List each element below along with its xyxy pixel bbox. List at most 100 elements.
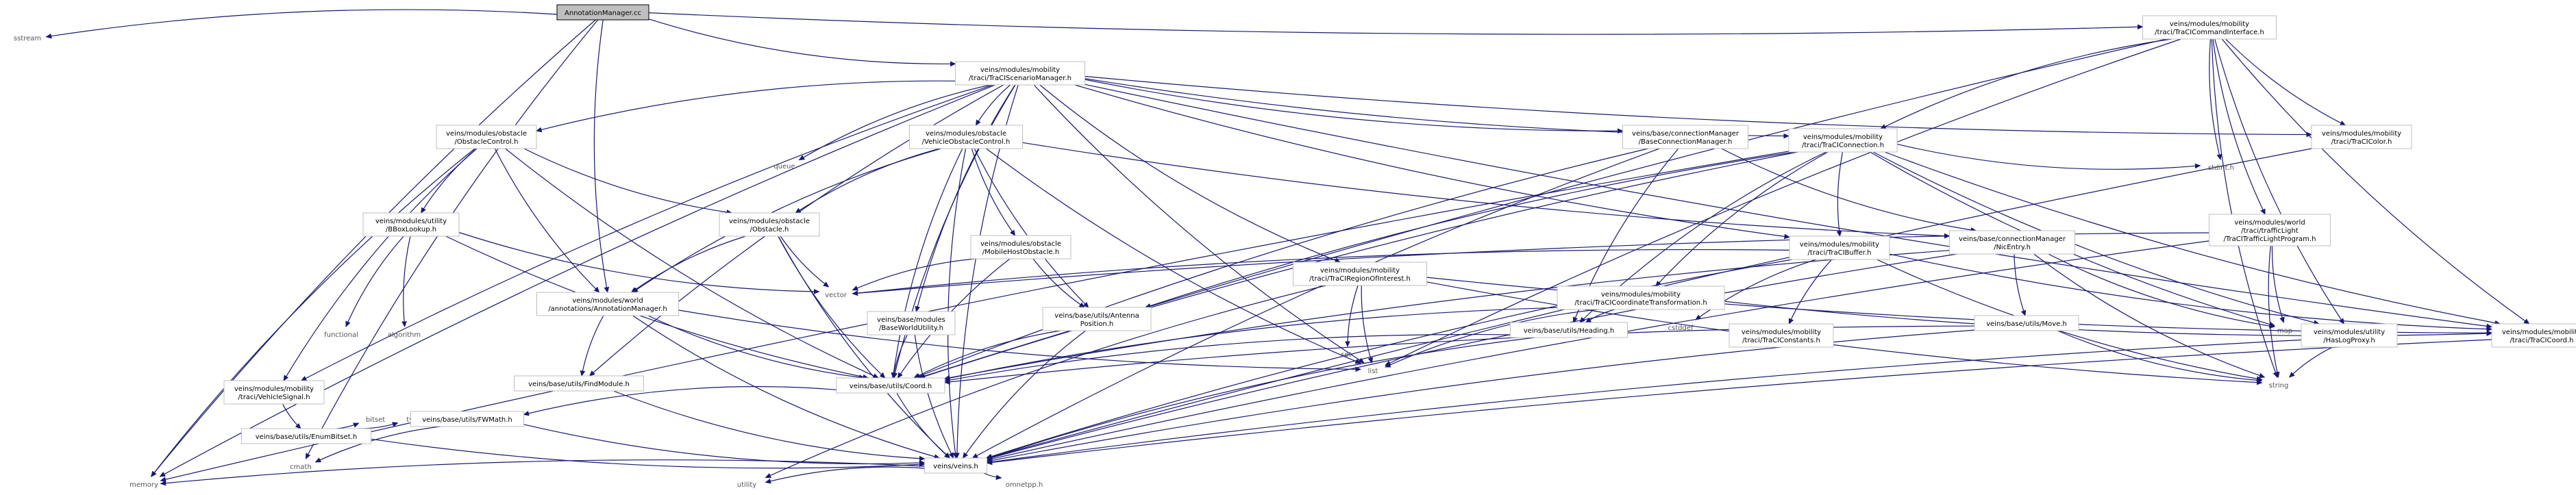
edge-vehobst-to-coord — [893, 148, 963, 378]
node-box — [2209, 214, 2331, 246]
node-label-line: /BBoxLookup.h — [386, 226, 436, 233]
edge-fwmath-to-cmath — [316, 426, 441, 463]
node-box — [556, 4, 649, 21]
edge-tlprog-to-map — [2271, 245, 2283, 322]
graph-node-vehsig[interactable]: veins/modules/mobility/traci/VehicleSign… — [223, 380, 325, 405]
edge-bbox-to-vector — [458, 231, 819, 292]
node-box — [1557, 285, 1725, 310]
edge-coordtr-to-coord — [945, 307, 1558, 379]
node-label-line: veins/modules/mobility — [1601, 291, 1681, 299]
graph-node-cmath: cmath — [290, 464, 312, 471]
node-label-line: queue — [773, 163, 795, 170]
edge-traciconn-to-haslog — [1872, 151, 2319, 324]
graph-node-annot[interactable]: veins/modules/world/annotations/Annotati… — [536, 292, 679, 316]
edge-mhobst-to-antenna — [1032, 258, 1085, 307]
graph-node-tracibuf[interactable]: veins/modules/mobility/traci/TraCIBuffer… — [1789, 236, 1890, 260]
node-label-line: list — [1368, 368, 1378, 375]
edge-move-to-string — [2057, 330, 2262, 381]
edge-traciconn-to-memory — [161, 151, 1789, 481]
node-label-line: veins/modules/mobility — [234, 385, 314, 393]
edge-enumbit-to-bitset — [336, 423, 358, 429]
node-label-line: veins/modules/mobility — [1320, 267, 1400, 275]
node-label-line: utility — [737, 481, 757, 489]
edge-move-to-veins — [987, 329, 1975, 461]
graph-node-tracicolor[interactable]: veins/modules/mobility/traci/TraCIColor.… — [2311, 125, 2412, 149]
node-box — [909, 125, 1023, 149]
edge-obstctl-to-obstacle — [523, 148, 732, 213]
edge-findmod-to-veins — [613, 390, 924, 459]
edge-root-to-scenario — [648, 18, 956, 64]
node-box — [1949, 230, 2075, 255]
graph-node-traciconn[interactable]: veins/modules/mobility/traci/TraCIConnec… — [1788, 128, 1898, 153]
node-label-line: vector — [825, 292, 847, 299]
edge-vehobst-to-antenna — [974, 148, 1089, 307]
node-label-line: veins/base/utils/Antenna — [1054, 312, 1139, 320]
edge-annot-to-list — [678, 309, 1361, 369]
graph-node-cmdif[interactable]: veins/modules/mobility/traci/TraCIComman… — [2142, 15, 2277, 40]
graph-node-mhobst[interactable]: veins/modules/obstacle/MobileHostObstacl… — [970, 235, 1072, 259]
graph-node-bbox[interactable]: veins/modules/utility/BBoxLookup.h — [362, 212, 460, 237]
node-box — [436, 125, 537, 149]
edge-scenario-to-tracicolor — [1085, 75, 2312, 135]
graph-node-omnetpp: omnetpp.h — [1006, 481, 1043, 489]
edge-cmdif-to-tlprog — [2212, 38, 2266, 214]
node-label-line: set — [1341, 351, 1351, 359]
node-label-line: /BaseConnectionManager.h — [1639, 138, 1733, 146]
node-label-line: sstream — [14, 35, 41, 42]
node-label-line: veins/modules/utility — [2314, 329, 2385, 336]
edge-scenario-to-basecm — [1085, 79, 1623, 131]
graph-node-haslog[interactable]: veins/modules/utility/HasLogProxy.h — [2301, 323, 2398, 348]
node-label-line: veins/modules/obstacle — [980, 240, 1061, 248]
graph-node-tracicoord[interactable]: veins/modules/mobility/traci/TraCICoord.… — [2491, 323, 2576, 348]
graph-node-nicentry[interactable]: veins/base/connectionManager/NicEntry.h — [1949, 230, 2075, 255]
graph-node-veins[interactable]: veins/veins.h — [924, 457, 987, 474]
graph-node-roi[interactable]: veins/modules/mobility/traci/TraCIRegion… — [1293, 262, 1427, 286]
node-label-line: veins/modules/mobility — [2502, 329, 2576, 336]
edge-obstacle-to-vector — [780, 236, 828, 287]
graph-node-heading[interactable]: veins/base/utils/Heading.h — [1510, 322, 1628, 338]
node-box — [1042, 307, 1152, 331]
edge-annot-to-findmod — [582, 315, 604, 376]
edge-haslog-to-veins — [987, 339, 2302, 463]
edge-roi-to-set — [1348, 285, 1359, 346]
node-label-line: /traci/TraCIBuffer.h — [1808, 249, 1872, 257]
graph-node-cstddef: cstddef — [1668, 325, 1694, 332]
graph-node-coordtr[interactable]: veins/modules/mobility/traci/TraCICoordi… — [1557, 285, 1725, 310]
node-label-line: /ObstacleControl.h — [455, 138, 519, 146]
node-label-line: veins/base/utils/FWMath.h — [422, 416, 512, 424]
graph-node-vehobst[interactable]: veins/modules/obstacle/VehicleObstacleCo… — [909, 125, 1023, 149]
node-label-line: veins/base/utils/Heading.h — [1524, 327, 1615, 335]
graph-node-basewu[interactable]: veins/base/modules/BaseWorldUtility.h — [867, 311, 956, 335]
node-label-line: veins/modules/mobility — [2170, 21, 2249, 28]
edge-cmdif-to-tracicoord — [2221, 38, 2529, 324]
edge-vehsig-to-enumbit — [282, 403, 301, 429]
node-box — [1789, 236, 1890, 260]
node-label-line: /traci/TraCIScenarioManager.h — [969, 75, 1072, 82]
graph-node-traciconst[interactable]: veins/modules/mobility/traci/TraCIConsta… — [1729, 323, 1834, 348]
graph-node-scenario[interactable]: veins/modules/mobility/traci/TraCIScenar… — [955, 61, 1085, 86]
edge-vehobst-to-veins — [948, 148, 967, 458]
graph-node-findmod[interactable]: veins/base/utils/FindModule.h — [514, 375, 644, 392]
node-label-line: veins/modules/obstacle — [926, 130, 1006, 138]
edge-tracibuf-to-veins — [987, 259, 1793, 458]
edge-nicentry-to-string — [2033, 253, 2265, 377]
graph-node-move[interactable]: veins/base/utils/Move.h — [1974, 315, 2079, 331]
node-box — [362, 212, 460, 237]
node-label-line: /traci/TraCIRegionOfInterest.h — [1309, 275, 1411, 283]
node-label-line: /traci/TraCICoord.h — [2510, 337, 2573, 344]
graph-node-coord[interactable]: veins/base/utils/Coord.h — [836, 377, 945, 394]
node-label-line: veins/modules/mobility — [2322, 130, 2401, 138]
graph-node-enumbit[interactable]: veins/base/utils/EnumBitset.h — [241, 428, 371, 444]
graph-node-tlprog[interactable]: veins/modules/world/traci/trafficLight/T… — [2209, 214, 2331, 246]
node-label-line: cstddef — [1668, 325, 1694, 332]
node-label-line: map — [2277, 327, 2292, 335]
graph-node-root[interactable]: AnnotationManager.cc — [556, 4, 649, 21]
graph-node-basecm[interactable]: veins/base/connectionManager/BaseConnect… — [1622, 125, 1748, 149]
graph-node-list: list — [1368, 368, 1378, 375]
node-label-line: veins/modules/mobility — [1742, 329, 1821, 336]
edge-cmdif-to-traciconn — [1881, 38, 2172, 129]
graph-node-obstctl[interactable]: veins/modules/obstacle/ObstacleControl.h — [436, 125, 537, 149]
graph-node-fwmath[interactable]: veins/base/utils/FWMath.h — [410, 411, 524, 427]
graph-node-obstacle[interactable]: veins/modules/obstacle/Obstacle.h — [719, 212, 820, 237]
